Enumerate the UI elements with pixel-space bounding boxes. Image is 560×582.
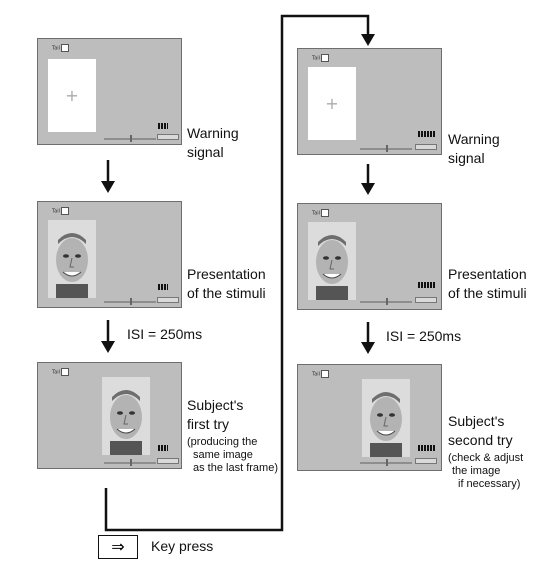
slider-control	[360, 459, 412, 466]
level-meter	[418, 282, 436, 288]
screen-checkbox: Tail	[312, 209, 330, 217]
fixation-cross-icon: +	[325, 93, 339, 113]
label-warning-right: Warning signal	[448, 131, 500, 166]
isi-label-right: ISI = 250ms	[386, 328, 462, 344]
face-response	[362, 379, 410, 457]
level-meter	[418, 131, 436, 137]
screen-checkbox: Tail	[312, 54, 330, 62]
slider-control	[360, 145, 412, 152]
ok-button	[415, 458, 437, 464]
ok-button	[415, 297, 437, 303]
slider-control	[104, 298, 156, 305]
screen-checkbox: Tail	[312, 370, 330, 378]
screen-second-try: Tail	[297, 364, 442, 471]
screen-warning-right: Tail +	[297, 48, 442, 155]
note-second-try: (check & adjust the image if necessary)	[448, 452, 524, 490]
slider-control	[104, 135, 156, 142]
screen-checkbox: Tail	[52, 368, 70, 376]
ok-button	[157, 458, 179, 464]
face-stimulus	[48, 220, 96, 298]
level-meter	[418, 445, 436, 451]
face-stimulus	[308, 222, 356, 300]
screen-presentation-right: Tail	[297, 203, 442, 310]
key-press-legend-label: Key press	[151, 538, 214, 554]
screen-checkbox: Tail	[52, 207, 70, 215]
fixation-cross-icon: +	[65, 85, 79, 105]
face-response	[102, 377, 150, 455]
screen-presentation-left: Tail	[37, 201, 182, 308]
fixation-card: +	[48, 59, 96, 132]
label-presentation-right: Presentation of the stimuli	[448, 266, 527, 301]
slider-control	[104, 459, 156, 466]
down-arrow-right-2	[361, 322, 375, 354]
key-press-connector	[104, 14, 375, 532]
note-first-try: (producing the same image as the last fr…	[187, 436, 278, 474]
down-arrow-left-2	[101, 320, 115, 353]
label-warning-left: Warning signal	[187, 125, 239, 160]
key-press-legend-symbol: ⇒	[98, 535, 138, 559]
level-meter	[158, 445, 168, 451]
label-first-try: Subject's first try	[187, 397, 244, 432]
slider-control	[360, 298, 412, 305]
label-second-try: Subject's second try	[448, 413, 513, 448]
screen-checkbox: Tail	[52, 44, 70, 52]
ok-button	[157, 297, 179, 303]
ok-button	[415, 144, 437, 150]
fixation-card: +	[308, 67, 356, 140]
screen-warning-left: Tail +	[37, 38, 182, 145]
isi-label-left: ISI = 250ms	[127, 326, 203, 342]
level-meter	[158, 123, 168, 129]
ok-button	[157, 134, 179, 140]
level-meter	[158, 284, 168, 290]
label-presentation-left: Presentation of the stimuli	[187, 266, 266, 301]
down-arrow-right-1	[361, 164, 375, 195]
down-arrow-left-1	[101, 160, 115, 193]
screen-first-try: Tail	[37, 362, 182, 469]
